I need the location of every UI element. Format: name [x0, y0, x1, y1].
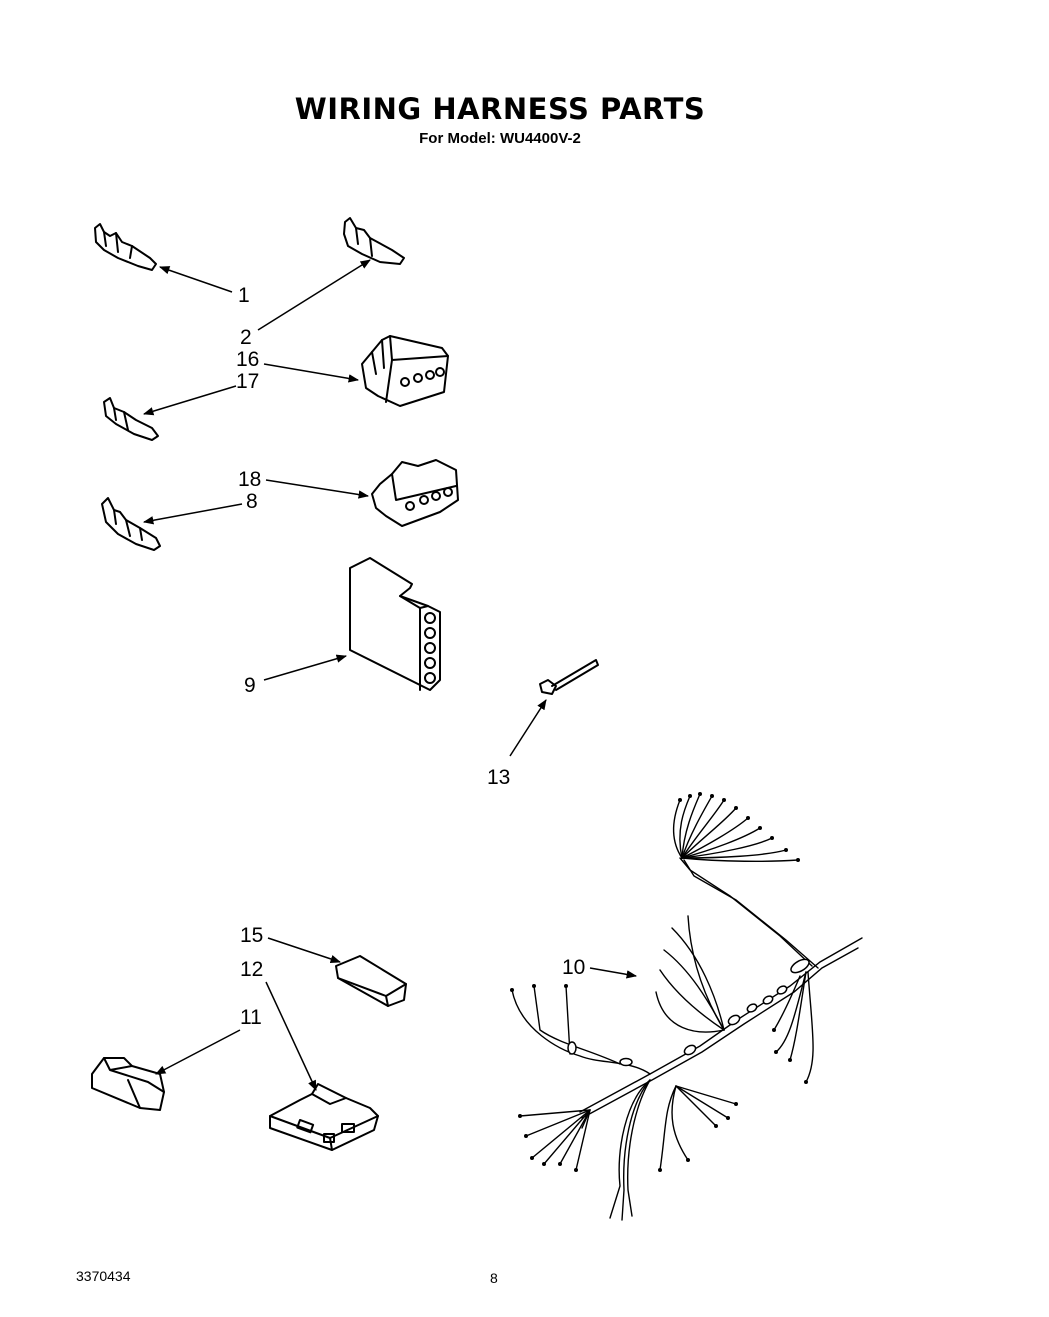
connector-housing-part-16: [361, 335, 449, 407]
callout-8: 8: [246, 490, 258, 513]
connector-block-part-9: [349, 557, 441, 691]
document-number: 3370434: [76, 1268, 131, 1284]
callout-11: 11: [240, 1006, 262, 1029]
terminal-part-17: [103, 397, 159, 441]
leader-lines: [142, 259, 638, 1091]
connector-part-15: [335, 955, 407, 1007]
connector-part-11: [91, 1057, 165, 1111]
callout-17: 17: [236, 370, 259, 393]
callout-9: 9: [244, 674, 256, 697]
page-number: 8: [490, 1270, 498, 1286]
callout-12: 12: [240, 958, 263, 981]
callout-13: 13: [487, 766, 510, 789]
callout-15: 15: [240, 924, 263, 947]
terminal-part-8: [101, 497, 161, 551]
callout-10: 10: [562, 956, 585, 979]
callout-18: 18: [238, 468, 261, 491]
callout-16: 16: [236, 348, 259, 371]
terminal-part-1: [94, 223, 157, 271]
page-title: WIRING HARNESS PARTS: [294, 92, 706, 126]
callout-1: 1: [238, 284, 250, 307]
connector-housing-part-18: [371, 459, 459, 527]
cable-tie-part-13: [539, 659, 599, 695]
terminal-part-2: [343, 217, 405, 265]
wiring-harness-part-10: [510, 792, 863, 1221]
model-subtitle: For Model: WU4400V-2: [419, 130, 581, 147]
callout-2: 2: [240, 326, 252, 349]
connector-part-12: [269, 1083, 379, 1151]
